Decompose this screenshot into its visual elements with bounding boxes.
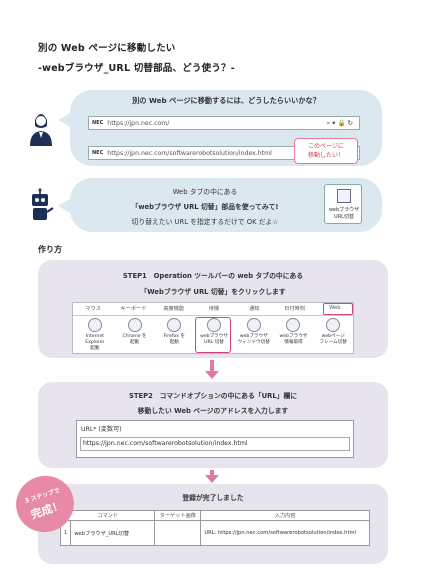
question-text: 別の Web ページに移動するには、どうしたらいいかな？ [132,96,320,105]
toolbar-divider [73,315,355,316]
step3-line1: 登録が完了しました [182,494,244,502]
browser-address-bar-target: NEC https://jpn.nec.com/softwarerobotsol… [88,146,360,160]
question-bubble-tail [58,112,72,128]
toolbar-item-label: Chrome を [122,334,147,339]
toolbar-item-icon [246,318,261,332]
tool-icon-label1: webブラウザ [328,207,360,213]
toolbar-item[interactable]: webブラウザウィンドウ切替 [234,318,274,352]
toolbar-item-label: 起動 [129,340,140,345]
answer-line1: Web タブの中にある [172,188,238,196]
toolbar-item-icon [167,318,182,332]
toolbar-item-label: 起動 [169,340,179,345]
page-title-line1: 別の Web ページに移動したい [38,43,176,54]
step1-line2: 「Webブラウザ URL 切替」をクリックします [140,288,286,296]
toolbar-item-icon [286,318,301,332]
url-switch-tool-icon: webブラウザ URL切替 [324,184,362,224]
toolbar-tabs: マウス キーボード 高度機能 待機 通知 日付時刻 Web [73,305,355,315]
toolbar-tab[interactable]: 高度機能 [163,306,185,312]
browser-address-bar-current: NEC https://jpn.nec.com/ ⌕▾🔒↻ [88,116,360,130]
toolbar-tab[interactable]: 待機 [208,306,220,312]
toolbar-item[interactable]: webページフレーム切替 [313,318,353,352]
header-target: ターゲット画像 [154,509,202,522]
toolbar-item-label: Explorer [85,340,105,345]
url-option-form: URL* (変数可) https://jpn.nec.com/softwarer… [76,420,354,458]
callout-line2: 移動したい！ [307,152,344,159]
toolbar-item-label: webブラウザ [200,334,228,339]
toolbar-tab[interactable]: キーボード [120,306,147,312]
toolbar-item-label: URL 切替 [204,340,224,345]
toolbar-item-label: webブラウザ [279,334,308,339]
row-command: webブラウザ_URL切替 [70,520,156,546]
table-row[interactable]: 1 webブラウザ_URL切替 URL: https://jpn.nec.com… [59,520,370,546]
answer-line3: 切り替えたい URL を指定するだけで OK だよ☆ [131,218,279,226]
browser-window-icon [337,189,351,203]
url-field-label: URL* (変数可) [81,426,122,433]
tool-icon-label: webブラウザ URL切替 [325,207,363,221]
target-callout: このページに 移動したい！ [294,138,358,164]
toolbar-item-label: フレーム切替 [319,340,347,345]
toolbar-tab[interactable]: Web [329,305,341,311]
header-command: コマンド [59,509,156,522]
toolbar-item-label: Firefox を [163,334,185,339]
url-switch-highlight [195,317,231,353]
toolbar-tab[interactable]: マウス [85,306,101,312]
toolbar-item[interactable]: Firefox を起動 [154,318,194,352]
step2-line2: 移動したい Web ページのアドレスを入力します [137,407,289,415]
row-input: URL: https://jpn.nec.com/softwarerobotso… [200,520,370,546]
command-table: コマンド ターゲット画像 入力内容 1 webブラウザ_URL切替 URL: h… [59,509,370,546]
tool-icon-label2: URL切替 [334,214,354,220]
toolbar-item-icon [326,318,341,332]
header-input: 入力内容 [200,509,370,522]
row-target [154,520,202,546]
step2-line1: STEP2 コマンドオプションの中にある「URL」欄に [128,392,298,400]
toolbar-item-label: webページ [321,334,345,339]
web-tab-highlight [323,303,353,315]
toolbar-tab[interactable]: 通知 [249,306,260,312]
url-input[interactable]: https://jpn.nec.com/softwarerobotsolutio… [80,437,350,451]
answer-line2: 「webブラウザ URL 切替」部品を使ってみて! [131,203,279,211]
toolbar-item-icon [87,318,102,332]
robot-icon [32,188,54,220]
toolbar-item-icon [207,318,222,332]
callout-line1: このページに [308,143,344,150]
person-icon [30,114,52,146]
toolbar-item-label: ウィンドウ切替 [237,340,270,345]
toolbar-item[interactable]: Chrome を起動 [115,318,155,352]
toolbar-item[interactable]: webブラウザ情報取得 [274,318,314,352]
toolbar-item-label: Internet [85,334,104,339]
toolbar-item-label: 情報取得 [284,340,303,345]
toolbar-item-label: webブラウザ [239,334,268,339]
current-url: https://jpn.nec.com/ [107,119,170,127]
address-bar-controls-icon: ⌕▾🔒↻ [326,118,355,127]
site-icon: NEC [92,120,104,126]
answer-bubble-tail [58,198,72,214]
toolbar-item-icon [127,318,142,332]
page-title-line2: -webブラウザ_URL 切替部品、どう使う？- [38,63,235,74]
toolbar-item-label: 起動 [90,346,100,351]
step1-line1: STEP1 Operation ツールバーの web タブの中にある [122,272,304,280]
toolbar-tab[interactable]: 日付時刻 [284,306,305,312]
target-url: https://jpn.nec.com/softwarerobotsolutio… [107,149,272,157]
section-title: 作り方 [38,245,62,254]
site-icon: NEC [92,150,104,156]
